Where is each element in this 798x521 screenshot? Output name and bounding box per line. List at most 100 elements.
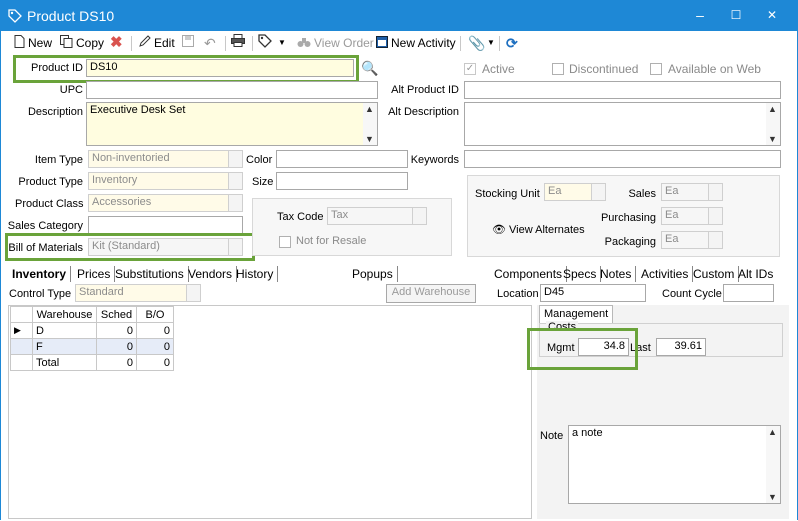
column-header[interactable]: B/O [136, 306, 174, 323]
tab-activities[interactable]: Activities [637, 266, 694, 282]
bo-cell[interactable]: 0 [136, 322, 174, 339]
toolbar-separator [499, 36, 500, 51]
tab-prices[interactable]: Prices [73, 266, 116, 282]
chevron-down-icon[interactable]: ▼ [487, 38, 495, 47]
scroll-up-icon[interactable]: ▲ [768, 104, 777, 114]
tab-notes[interactable]: Notes [596, 266, 637, 282]
alt-product-id-input[interactable] [464, 81, 781, 99]
stocking-unit-select[interactable]: Ea [544, 183, 606, 201]
tab-components[interactable]: Components [490, 266, 568, 282]
scroll-down-icon[interactable]: ▼ [365, 134, 374, 144]
available-web-checkbox[interactable] [650, 63, 662, 75]
tab-history[interactable]: History [232, 266, 279, 282]
color-input[interactable] [276, 150, 408, 168]
tab-popups[interactable]: Popups [348, 266, 398, 282]
warehouse-cell[interactable]: F [32, 338, 97, 355]
dropdown-button[interactable] [591, 184, 605, 200]
upc-input[interactable] [86, 81, 378, 99]
undo-icon[interactable]: ↶ [204, 35, 216, 51]
active-checkbox[interactable]: ✓ [464, 63, 476, 75]
dropdown-button[interactable] [228, 195, 242, 211]
scroll-up-icon[interactable]: ▲ [365, 104, 374, 114]
minimize-button[interactable]: – [696, 7, 704, 23]
not-for-resale-checkbox[interactable] [279, 236, 291, 248]
scroll-down-icon[interactable]: ▼ [768, 134, 777, 144]
sched-cell[interactable]: 0 [96, 338, 137, 355]
description-input[interactable]: Executive Desk Set ▲▼ [86, 102, 378, 146]
row-selector [10, 354, 33, 371]
item-type-select[interactable]: Non-inventoried [88, 150, 243, 168]
note-scrollbar[interactable]: ▲▼ [766, 426, 780, 503]
control-type-label: Control Type [9, 288, 72, 300]
sched-cell[interactable]: 0 [96, 354, 137, 371]
bom-select[interactable]: Kit (Standard) [88, 238, 243, 256]
tab-substitutions[interactable]: Substitutions [111, 266, 189, 282]
dropdown-button[interactable] [708, 232, 722, 248]
size-input[interactable] [276, 172, 408, 190]
copy-button[interactable]: Copy [60, 34, 104, 52]
refresh-icon[interactable]: ⟳ [506, 35, 518, 51]
new-button[interactable]: New [14, 34, 52, 52]
product-type-select[interactable]: Inventory [88, 172, 243, 190]
dropdown-button[interactable] [708, 184, 722, 200]
add-warehouse-button[interactable]: Add Warehouse [386, 284, 476, 303]
tax-code-select[interactable]: Tax [327, 207, 427, 225]
dropdown-button[interactable] [228, 173, 242, 189]
table-row[interactable]: F 0 0 [10, 338, 174, 355]
tab-custom[interactable]: Custom [689, 266, 740, 282]
tab-inventory[interactable]: Inventory [8, 266, 72, 282]
sales-category-input[interactable] [88, 216, 243, 234]
keywords-input[interactable] [464, 150, 781, 168]
upc-label: UPC [59, 84, 83, 96]
count-cycle-input[interactable] [723, 284, 774, 302]
dropdown-button[interactable] [708, 208, 722, 224]
last-cost-input[interactable]: 39.61 [656, 338, 706, 356]
tab-specs[interactable]: Specs [559, 266, 602, 282]
save-icon[interactable] [182, 34, 194, 52]
close-button[interactable]: ✕ [766, 8, 778, 22]
packaging-unit-select[interactable]: Ea [661, 231, 723, 249]
purchasing-unit-select[interactable]: Ea [661, 207, 723, 225]
warehouse-cell[interactable]: Total [32, 354, 97, 371]
sales-unit-select[interactable]: Ea [661, 183, 723, 201]
bo-cell[interactable]: 0 [136, 354, 174, 371]
tag-menu-icon[interactable] [258, 34, 272, 52]
chevron-down-icon[interactable]: ▼ [278, 38, 286, 47]
print-icon[interactable] [231, 34, 245, 52]
table-row[interactable]: ▶ D 0 0 [10, 322, 174, 339]
new-activity-button[interactable]: New Activity [376, 34, 456, 52]
dropdown-button[interactable] [228, 151, 242, 167]
bo-cell[interactable]: 0 [136, 338, 174, 355]
note-input[interactable]: a note ▲▼ [568, 425, 781, 504]
alt-description-input[interactable]: ▲▼ [464, 102, 781, 146]
table-row[interactable]: Total 0 0 [10, 354, 174, 371]
product-id-input[interactable]: DS10 [86, 59, 354, 77]
paperclip-icon[interactable]: 📎 [468, 35, 486, 51]
scroll-up-icon[interactable]: ▲ [768, 427, 777, 437]
search-icon[interactable]: 🔍 [361, 60, 379, 76]
view-order-button[interactable]: View Order [297, 34, 374, 52]
control-type-select[interactable]: Standard [75, 284, 201, 302]
product-class-select[interactable]: Accessories [88, 194, 243, 212]
delete-icon[interactable]: ✖ [110, 34, 123, 51]
view-alternates-button[interactable]: 👁 View Alternates [492, 223, 585, 236]
dropdown-button[interactable] [186, 285, 200, 301]
tab-alt-ids[interactable]: Alt IDs [738, 267, 774, 281]
column-header[interactable]: Warehouse [32, 306, 97, 323]
description-scrollbar[interactable]: ▲▼ [363, 103, 377, 145]
tab-management[interactable]: Management [539, 305, 614, 323]
sched-cell[interactable]: 0 [96, 322, 137, 339]
mgmt-cost-input[interactable]: 34.8 [578, 338, 629, 356]
tab-vendors[interactable]: Vendors [184, 266, 238, 282]
warehouse-cell[interactable]: D [32, 322, 97, 339]
location-input[interactable]: D45 [540, 284, 646, 302]
edit-button[interactable]: Edit [138, 34, 175, 52]
maximize-button[interactable]: ☐ [730, 8, 742, 22]
discontinued-checkbox[interactable] [552, 63, 564, 75]
scroll-down-icon[interactable]: ▼ [768, 492, 777, 502]
calendar-icon [376, 35, 388, 53]
column-header[interactable]: Sched [96, 306, 137, 323]
alt-description-scrollbar[interactable]: ▲▼ [766, 103, 780, 145]
dropdown-button[interactable] [412, 208, 426, 224]
dropdown-button[interactable] [228, 239, 242, 255]
